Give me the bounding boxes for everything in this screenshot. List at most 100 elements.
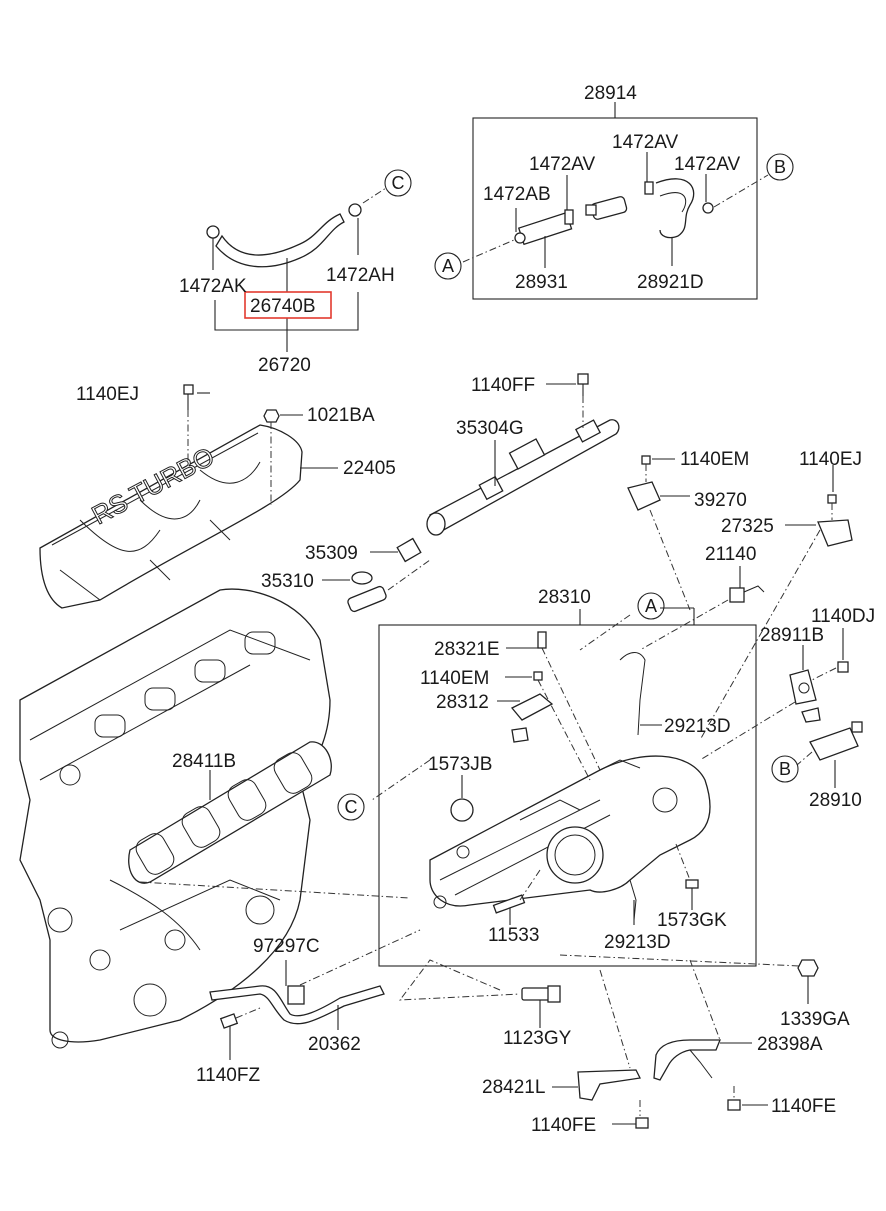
clip-35309 [396, 537, 422, 563]
part-label-28321E: 28321E [434, 639, 500, 660]
bracket-28911B [789, 669, 817, 705]
fitting-icon [511, 727, 529, 743]
part-label-1140DJ: 1140DJ [811, 606, 875, 627]
clip-97297C [287, 985, 305, 1005]
part-label-1472AK: 1472AK [179, 276, 247, 297]
part-label-28911B: 28911B [760, 625, 824, 646]
sensor-39270: 1140EM 39270 [627, 449, 749, 611]
clamp-icon [348, 203, 362, 217]
pcv-hose-group: 28914 1472AV 1472AV 1472AV 1472AB 28931 … [462, 83, 769, 300]
nut-icon [263, 409, 280, 423]
part-label-28312: 28312 [436, 692, 489, 713]
part-label-28931: 28931 [515, 272, 568, 293]
svg-text:C: C [392, 173, 405, 193]
callout-B: B [771, 755, 799, 783]
pipe-20362: 97297C 20362 1140FZ [196, 929, 421, 1086]
bolt-1123GY: 1123GY [398, 959, 572, 1049]
bolt-icon [837, 661, 849, 673]
bolt-icon [727, 1099, 741, 1111]
part-label-1472AH: 1472AH [326, 265, 395, 286]
part-label-28914: 28914 [584, 83, 637, 104]
part-label-35304G: 35304G [456, 418, 524, 439]
bolt-icon [219, 1013, 239, 1029]
part-label-1573GK: 1573GK [657, 910, 727, 931]
part-label-27325: 27325 [721, 516, 774, 537]
part-label-1472AV: 1472AV [529, 154, 596, 175]
hose-28921D [655, 178, 695, 239]
part-label-1472AV: 1472AV [674, 154, 741, 175]
solenoid-valve-group: 1140DJ 28911B 28910 [699, 606, 875, 811]
bracket-28398A: 28398A [653, 959, 823, 1081]
callout-A: A [637, 592, 665, 620]
part-label-28421L: 28421L [482, 1077, 545, 1098]
part-label-28310: 28310 [538, 587, 591, 608]
part-label-35309: 35309 [305, 543, 358, 564]
part-label-1140EM: 1140EM [420, 668, 489, 689]
nut-1339GA: 1339GA [780, 959, 850, 1030]
part-label-28910: 28910 [809, 790, 862, 811]
part-label-1140FZ: 1140FZ [196, 1065, 260, 1086]
sensor-28312 [510, 693, 554, 721]
clamp-icon [644, 181, 654, 195]
part-label-1140FF: 1140FF [471, 375, 535, 396]
part-label-1573JB: 1573JB [428, 754, 492, 775]
part-label-35310: 35310 [261, 571, 314, 592]
sensor-27325: 1140EJ 27325 [699, 449, 862, 741]
bolt-icon [635, 1117, 649, 1129]
part-label-1140EJ: 1140EJ [799, 449, 862, 470]
part-label-1140EJ: 1140EJ [76, 384, 139, 405]
cap-1573GK [685, 879, 699, 889]
part-label-97297C: 97297C [253, 936, 320, 957]
part-label-20362: 20362 [308, 1034, 361, 1055]
callout-C: C [337, 793, 365, 821]
bolt-icon [827, 494, 837, 504]
part-label-21140: 21140 [705, 544, 756, 565]
injector-group: 35309 35310 [261, 537, 431, 613]
part-label-29213D: 29213D [664, 716, 731, 737]
part-label-1472AV: 1472AV [612, 132, 679, 153]
highlight-box-26740B [244, 291, 332, 319]
stud-11533 [492, 894, 526, 914]
fitting-icon [851, 721, 863, 733]
bolt-1140FE: 1140FE [531, 1100, 649, 1136]
hose-29213D [629, 879, 637, 921]
part-label-28921D: 28921D [637, 272, 704, 293]
engine-block [19, 588, 331, 1049]
part-label-1140EM: 1140EM [680, 449, 749, 470]
bolt-icon [533, 671, 543, 681]
engine-cover-22405: RS TURBO 1140EJ 1021BA 22405 [39, 384, 396, 609]
part-label-11533: 11533 [488, 925, 539, 946]
clamp-icon [514, 232, 526, 244]
bolt-icon [183, 384, 194, 395]
bolt-icon [641, 455, 651, 465]
plug-1573JB [450, 798, 474, 822]
part-label-22405: 22405 [343, 458, 396, 479]
breather-hose-26720: 1472AK 1472AH 26740B 26720 [179, 187, 395, 376]
part-label-26740B: 26740B [250, 296, 316, 317]
part-label-26720: 26720 [258, 355, 311, 376]
svg-text:B: B [774, 157, 786, 177]
o-ring [351, 571, 373, 585]
injector-35310 [347, 585, 387, 613]
svg-text:A: A [645, 596, 657, 616]
solenoid-28910 [809, 727, 859, 761]
bolt-icon [577, 373, 589, 385]
clamp-icon [564, 209, 574, 225]
gasket-28411B: 28411B [128, 741, 332, 884]
callout-A: A [434, 252, 462, 280]
fitting-icon [801, 707, 821, 723]
part-label-1339GA: 1339GA [780, 1009, 850, 1030]
part-label-28398A: 28398A [757, 1034, 823, 1055]
part-label-1123GY: 1123GY [503, 1028, 572, 1049]
part-label-1140FE: 1140FE [531, 1115, 596, 1136]
part-label-29213D: 29213D [604, 932, 671, 953]
part-label-28411B: 28411B [172, 751, 236, 772]
part-label-39270: 39270 [694, 490, 747, 511]
bolt-1140FE: 1140FE [727, 1086, 836, 1117]
callout-B: B [766, 153, 794, 181]
pcv-valve [585, 196, 628, 220]
hose-29213D [619, 652, 646, 736]
part-label-1472AB: 1472AB [483, 184, 551, 205]
fitting-icon [729, 587, 745, 603]
